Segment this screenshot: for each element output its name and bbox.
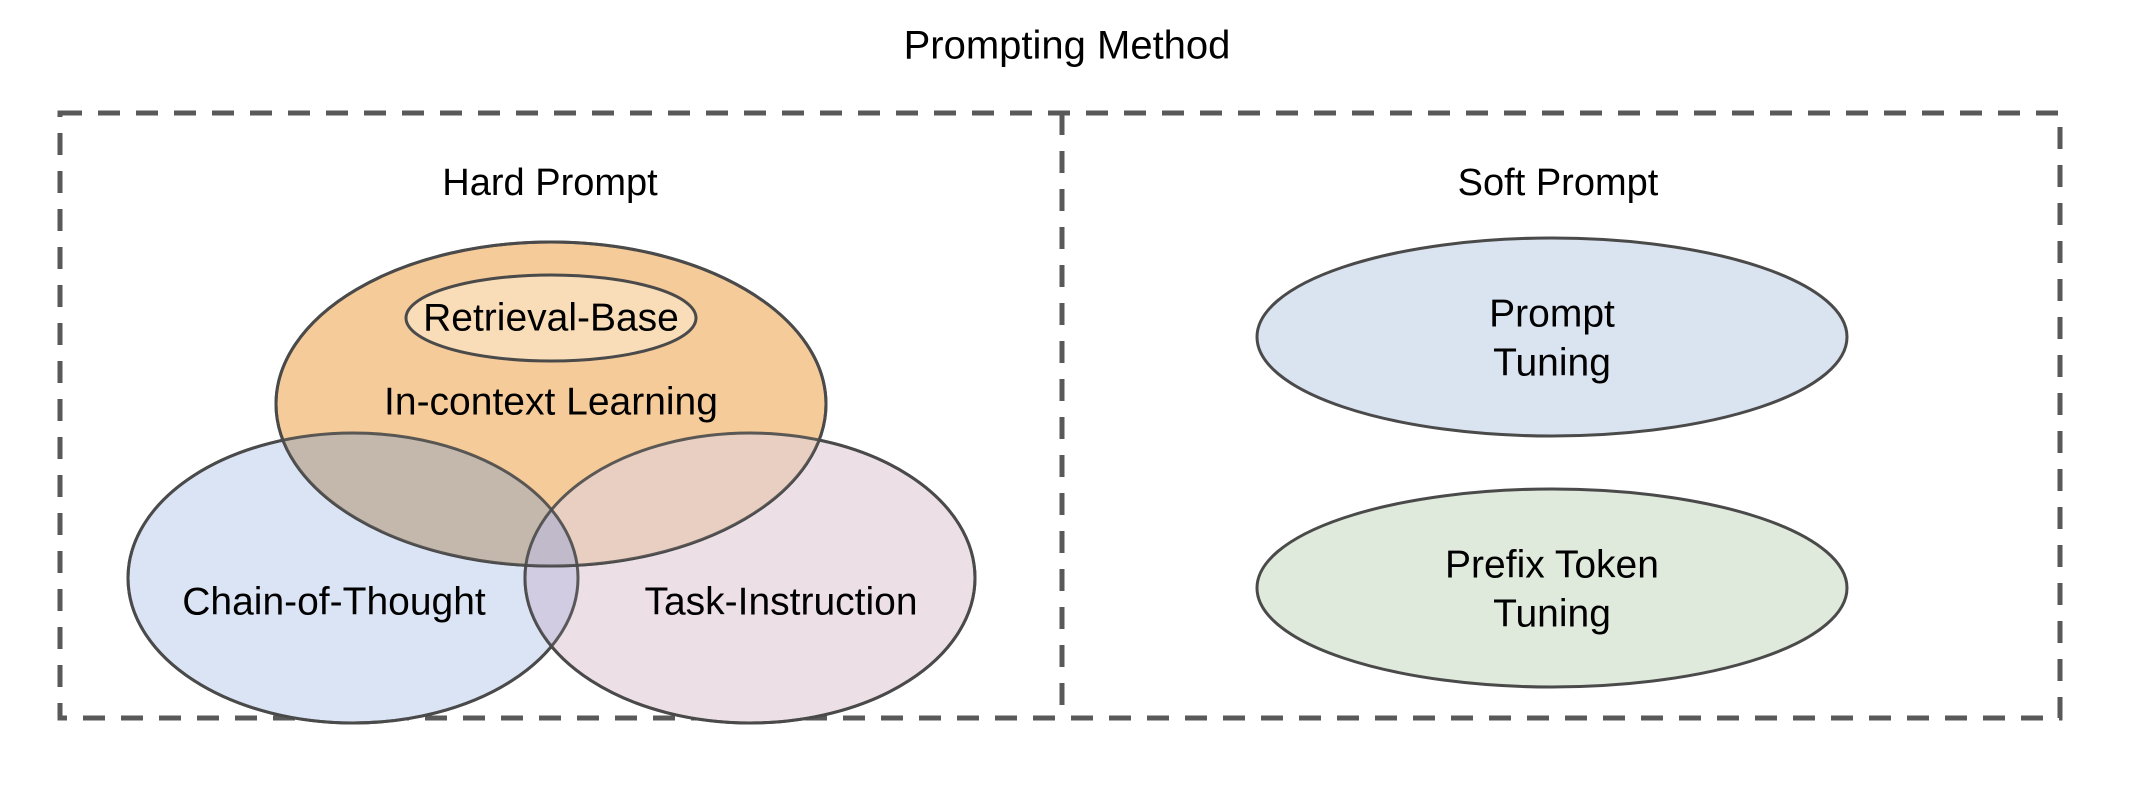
panel-title-hard-prompt: Hard Prompt xyxy=(442,162,658,204)
ellipse-prefix-token-tuning[interactable] xyxy=(1255,487,1849,689)
label-prefix-token-tuning-line1: Prefix Token xyxy=(1445,543,1659,586)
ellipse-in-context-learning-outline xyxy=(274,240,828,568)
ellipse-retrieval-base[interactable] xyxy=(404,273,698,363)
panel-hard-prompt: Hard Prompt xyxy=(126,162,977,725)
label-chain-of-thought: Chain-of-Thought xyxy=(182,580,486,623)
label-prompt-tuning-line2: Tuning xyxy=(1493,341,1611,384)
label-in-context-learning: In-context Learning xyxy=(384,380,718,423)
page-title: Prompting Method xyxy=(904,24,1231,68)
label-prompt-tuning-line1: Prompt xyxy=(1489,292,1615,335)
label-retrieval-base: Retrieval-Base xyxy=(423,296,679,339)
ellipse-prompt-tuning[interactable] xyxy=(1255,236,1849,438)
panel-title-soft-prompt: Soft Prompt xyxy=(1458,162,1659,204)
overlap-orange-blue xyxy=(276,433,578,566)
ellipse-chain-of-thought-outline xyxy=(126,431,580,725)
label-task-instruction: Task-Instruction xyxy=(644,580,917,623)
panel-soft-prompt: Soft Prompt Prompt Tuning Prefix Token T… xyxy=(1255,162,1849,689)
overlap-orange-pink xyxy=(525,433,826,566)
label-prefix-token-tuning-line2: Tuning xyxy=(1493,592,1611,635)
ellipse-task-instruction-outline xyxy=(523,431,977,725)
